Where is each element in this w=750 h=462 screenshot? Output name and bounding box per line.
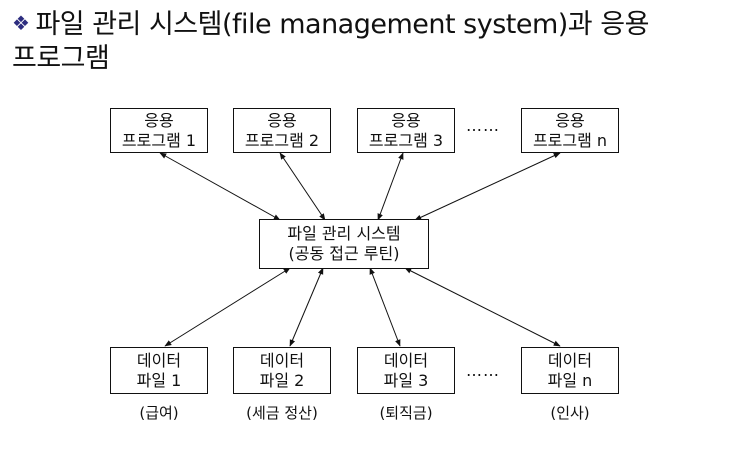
center-box-label-bottom: (공동 접근 루틴) [288,244,400,263]
page-title: ❖파일 관리 시스템(file management system)과 응용 프… [12,6,742,76]
app-box-label-bottom: 프로그램 n [532,130,608,150]
app-ellipsis: …… [466,116,500,135]
diamond-bullet-icon: ❖ [12,11,30,35]
file-caption-2: (세금 정산) [246,404,318,422]
app-box-2: 응용 프로그램 2 [233,108,331,153]
app-box-1: 응용 프로그램 1 [110,108,208,153]
app-box-label-top: 응용 [555,110,585,130]
app-box-label-top: 응용 [391,110,421,130]
file-box-label-top: 데이터 [547,350,593,370]
app-box-label-top: 응용 [267,110,297,130]
file-box-label-top: 데이터 [136,350,182,370]
arrow-app-n [414,152,561,221]
file-box-label-bottom: 파일 n [547,370,593,390]
data-file-box-1: 데이터 파일 1 [110,347,208,394]
data-file-box-3: 데이터 파일 3 [357,347,455,394]
arrow-app-3 [377,152,404,221]
file-management-system-box: 파일 관리 시스템 (공동 접근 루틴) [259,219,429,269]
app-box-label-bottom: 프로그램 2 [244,130,320,150]
file-box-label-bottom: 파일 2 [259,370,305,390]
arrow-file-n [404,267,561,347]
file-box-label-bottom: 파일 3 [383,370,429,390]
arrow-app-2 [279,152,326,221]
arrow-file-3 [369,267,401,347]
app-box-label-bottom: 프로그램 3 [368,130,444,150]
app-box-3: 응용 프로그램 3 [357,108,455,153]
file-ellipsis: …… [466,361,500,380]
file-caption-n: (인사) [550,404,590,422]
arrow-file-2 [289,267,324,347]
title-line-1: 파일 관리 시스템(file management system)과 응용 [35,9,649,40]
app-box-label-top: 응용 [144,110,174,130]
data-file-box-n: 데이터 파일 n [521,347,619,394]
file-box-label-bottom: 파일 1 [136,370,182,390]
file-box-label-top: 데이터 [383,350,429,370]
arrow-app-1 [159,152,281,221]
file-box-label-top: 데이터 [259,350,305,370]
file-caption-1: (급여) [139,404,179,422]
center-box-label-top: 파일 관리 시스템 [287,224,401,243]
file-caption-3: (퇴직금) [379,404,433,422]
title-line-2: 프로그램 [12,43,110,74]
app-box-n: 응용 프로그램 n [521,108,619,153]
arrow-file-1 [164,267,291,347]
app-box-label-bottom: 프로그램 1 [121,130,197,150]
data-file-box-2: 데이터 파일 2 [233,347,331,394]
